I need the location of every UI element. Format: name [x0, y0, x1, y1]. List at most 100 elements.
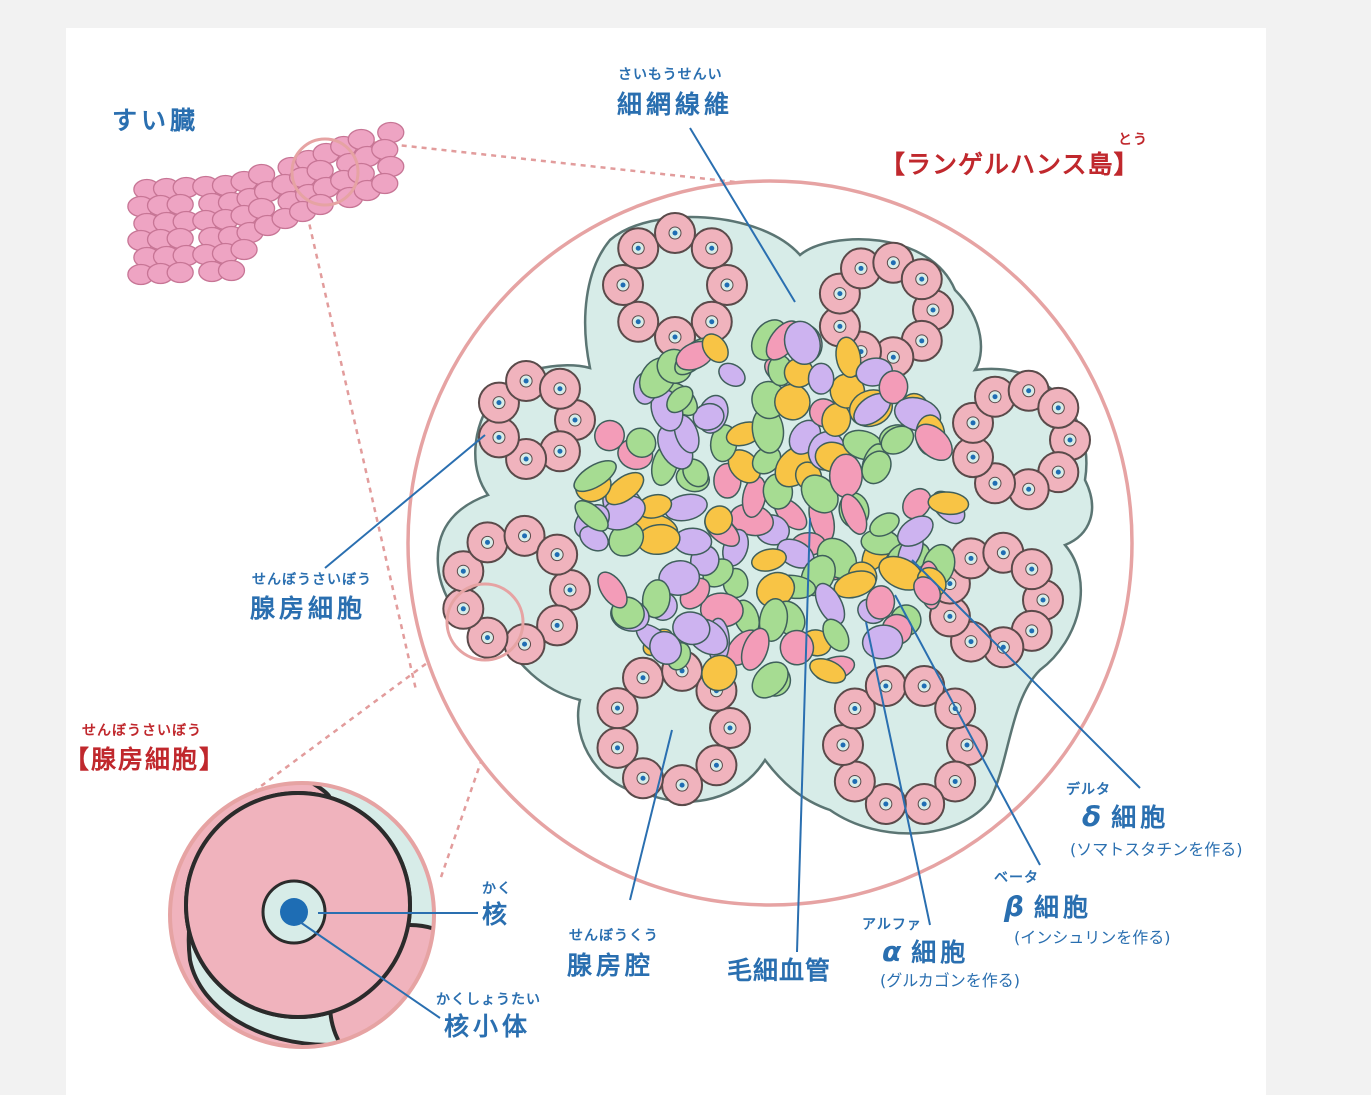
hormone-cell [783, 320, 821, 366]
acinar-nucleolus [679, 782, 685, 788]
islet-title: 【ランゲルハンス島】 [880, 150, 1140, 179]
acinar-nucleolus [554, 622, 560, 628]
acinar-nucleolus [947, 613, 953, 619]
acinar-nucleolus [572, 417, 578, 423]
nucleus-ruby: かく [482, 881, 512, 897]
hormone-cell [574, 500, 609, 532]
alpha-cell-note: (グルカゴンを作る) [880, 971, 1021, 990]
hormone-cell [605, 471, 645, 506]
acinar-nucleolus [523, 378, 529, 384]
acinar-nucleolus [485, 635, 490, 641]
acinar-nucleolus [890, 260, 896, 266]
acinar-nucleolus [496, 434, 502, 440]
hormone-cell [878, 370, 909, 405]
acinar-nucleolus [964, 742, 970, 748]
acinar-nucleolus [557, 448, 563, 454]
pancreas-lobule [230, 238, 258, 261]
acinar-nucleolus [947, 581, 953, 587]
acinar-nucleolus [921, 683, 927, 689]
hormone-cell [774, 383, 811, 421]
acinar-nucleolus [992, 480, 998, 486]
acinar-nucleolus [713, 762, 719, 768]
hormone-cell [865, 585, 896, 620]
acinar-nucleolus [614, 705, 620, 711]
acinar-nucleolus [557, 386, 563, 392]
acinar-nucleolus [1055, 405, 1061, 411]
acinar-nucleolus [640, 775, 646, 781]
hormone-cell [861, 450, 892, 485]
pancreas-lobule [371, 172, 399, 195]
acinar-nucleolus [968, 555, 974, 561]
acinar-nucleolus [496, 400, 502, 406]
acinar-nucleolus [968, 639, 974, 645]
hormone-cell [914, 423, 953, 462]
acinar-nucleolus [952, 778, 958, 784]
acinar-nucleolus [522, 533, 528, 539]
hormone-cell [641, 579, 671, 619]
nucleolus-ruby: かくしょうたい [436, 992, 541, 1008]
acinar-nucleolus [1000, 550, 1006, 556]
acinar-lumen-ruby: せんぼうくう [569, 928, 659, 944]
acinar-nucleolus [852, 778, 858, 784]
acinar-nucleolus [1055, 469, 1061, 475]
acinar-nucleolus [614, 745, 620, 751]
acinar-nucleolus [1000, 644, 1006, 650]
pancreas-label: すい臓 [112, 106, 200, 135]
hormone-cell [704, 505, 734, 536]
hormone-cell [828, 453, 863, 499]
acinar-nucleolus [1029, 628, 1035, 634]
hormone-cell [751, 661, 789, 699]
acinar-nucleolus [724, 282, 730, 288]
acinar-nucleolus [635, 245, 641, 251]
acinar-nucleolus [709, 245, 715, 251]
hormone-cell [869, 512, 900, 537]
beta-cell-note: (インシュリンを作る) [1014, 928, 1171, 947]
delta-cell-ruby: デルタ [1066, 782, 1111, 798]
acinar-zoom-ruby: せんぼうさいぼう [82, 723, 202, 739]
acinar-nucleolus [837, 291, 843, 297]
islet-ruby: とう [1118, 132, 1148, 148]
acinar-nucleolus [890, 354, 896, 360]
hormone-cell [740, 627, 770, 671]
hormone-cell [625, 427, 657, 459]
hormone-cell [701, 333, 729, 364]
hormone-cell [751, 548, 787, 572]
acinar-nucleolus [919, 276, 925, 282]
reticular-fiber-ruby: さいもうせんい [618, 67, 723, 83]
capillary-label: 毛細血管 [727, 956, 832, 985]
hormone-cell [807, 362, 835, 395]
hormone-cell [692, 402, 725, 431]
hormone-cell [649, 630, 683, 665]
acinar-nucleolus [620, 282, 626, 288]
acinar-nucleolus [1026, 486, 1032, 492]
hormone-cell [835, 336, 862, 379]
acinar-nucleolus [837, 323, 843, 329]
acinar-nucleolus [970, 454, 976, 460]
acinar-nucleolus [460, 568, 466, 574]
acinar-nucleolus [883, 801, 889, 807]
alpha-cell-text: 細胞 [911, 938, 970, 967]
hormone-cell [822, 618, 850, 652]
acinar-nucleolus [522, 641, 528, 647]
acinar-lumen-label: 腺房腔 [567, 951, 655, 980]
acinar-nucleolus [640, 675, 646, 681]
acinar-cell-zoom [168, 781, 436, 1049]
pancreas-zoom-circle [290, 137, 360, 207]
acinar-nucleolus [921, 801, 927, 807]
hormone-cell [666, 385, 694, 414]
acinar-zoom-circle [445, 582, 525, 662]
nucleus-label: 核 [482, 900, 512, 929]
hormone-cell [902, 487, 932, 520]
acinar-cell-label: 腺房細胞 [250, 594, 367, 623]
acinar-nucleolus [460, 606, 466, 612]
acinar-cells [442, 212, 1091, 825]
acinar-nucleolus [970, 420, 976, 426]
hormone-cell [927, 491, 970, 516]
acinar-nucleolus [1026, 388, 1032, 394]
acinar-nucleolus [523, 456, 529, 462]
alpha-cell-ruby: アルファ [862, 917, 922, 933]
hormone-cell [809, 658, 847, 684]
